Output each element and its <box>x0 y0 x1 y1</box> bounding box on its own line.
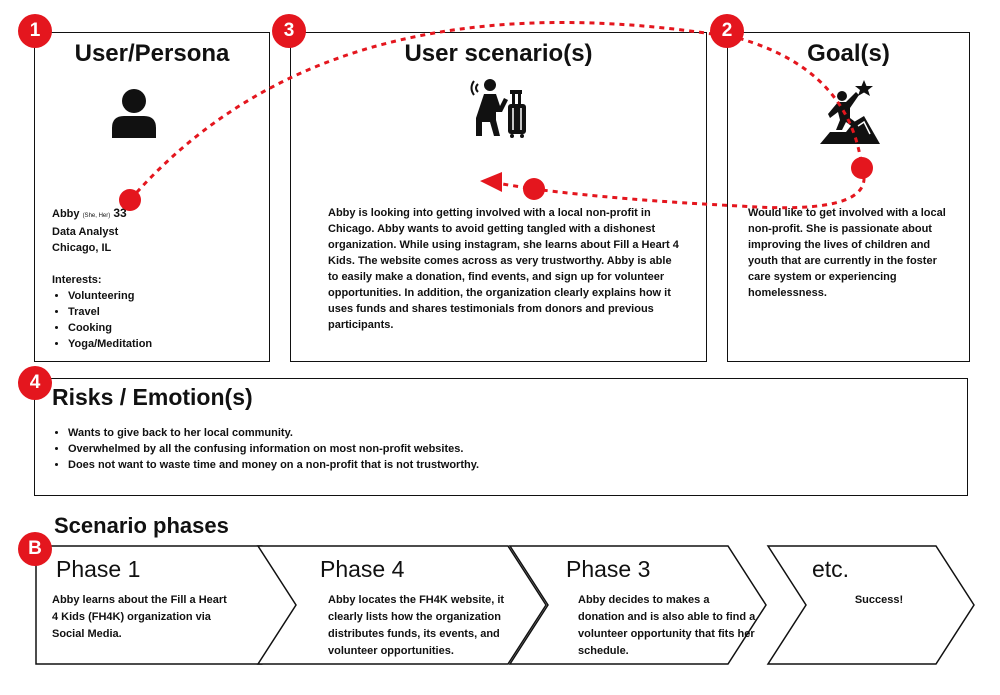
risks-title: Risks / Emotion(s) <box>52 384 253 410</box>
list-item: Does not want to waste time and money on… <box>68 457 948 473</box>
scenario-badge: 3 <box>272 14 306 48</box>
list-item: Cooking <box>68 320 262 336</box>
list-item: Overwhelmed by all the confusing informa… <box>68 441 948 457</box>
phases-heading: Scenario phases <box>54 513 229 538</box>
persona-name: Abby <box>52 208 80 220</box>
phase-3-arrow <box>508 545 767 665</box>
list-item: Volunteering <box>68 288 262 304</box>
phase-3-title: Phase 3 <box>566 556 651 582</box>
phase-1-title: Phase 1 <box>56 556 141 582</box>
phase-2-text: Abby locates the FH4K website, it clearl… <box>328 594 505 657</box>
persona-interests-list: Volunteering Travel Cooking Yoga/Meditat… <box>52 288 262 352</box>
phase-1-text: Abby learns about the Fill a Heart 4 Kid… <box>52 594 227 640</box>
goals-badge: 2 <box>710 14 744 48</box>
list-item: Wants to give back to her local communit… <box>68 425 948 441</box>
persona-details: Abby (She, Her) 33 Data Analyst Chicago,… <box>52 205 262 352</box>
persona-job: Data Analyst <box>52 226 119 238</box>
phase-4-text: Success! <box>854 594 904 606</box>
phases-badge: B <box>18 532 52 566</box>
phase-2-arrow <box>256 545 547 665</box>
phase-2-title: Phase 4 <box>320 556 405 582</box>
persona-pronouns: (She, Her) <box>82 213 111 219</box>
phase-4-title: etc. <box>812 556 850 582</box>
list-item: Yoga/Meditation <box>68 336 262 352</box>
persona-interests-label: Interests: <box>52 274 102 286</box>
persona-badge: 1 <box>18 14 52 48</box>
phase-3-text: Abby decides to makes a donation and is … <box>578 594 756 657</box>
risks-list: Wants to give back to her local communit… <box>52 425 948 473</box>
phase-4-arrow <box>766 545 975 665</box>
risks-card <box>34 378 968 496</box>
persona-location: Chicago, IL <box>52 242 112 254</box>
scenario-text: Abby is looking into getting involved wi… <box>328 207 679 331</box>
goals-text: Would like to get involved with a local … <box>748 207 946 299</box>
risks-badge: 4 <box>18 366 52 400</box>
list-item: Travel <box>68 304 262 320</box>
